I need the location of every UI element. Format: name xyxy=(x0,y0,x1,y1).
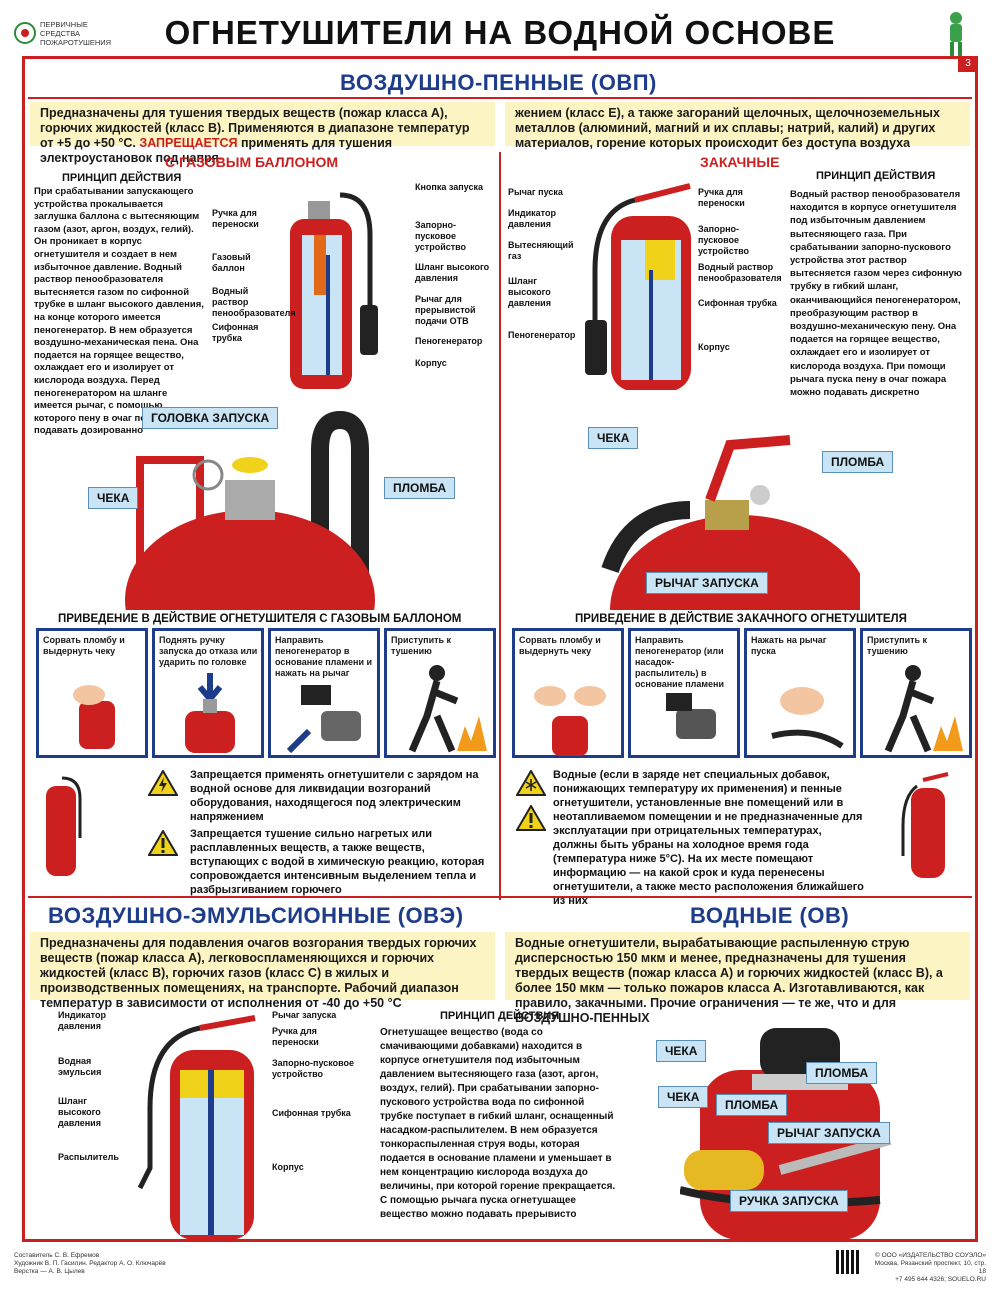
gas-head-closeup xyxy=(125,410,375,610)
ovp-intro-left: Предназначены для тушения твердых вещест… xyxy=(30,102,495,165)
warning-electric-icon xyxy=(148,770,178,796)
label-stored-foam-generator: Пеногенератор xyxy=(508,330,576,340)
ove-intro: Предназначены для подавления очагов возг… xyxy=(30,932,495,1010)
step-gas-3: Направить пеногенератор в основание плам… xyxy=(268,628,380,758)
section-title-ov: ВОДНЫЕ (ОВ) xyxy=(690,903,850,928)
callout-pin: ЧЕКА xyxy=(88,487,139,509)
page-title: ОГНЕТУШИТЕЛИ НА ВОДНОЙ ОСНОВЕ xyxy=(164,14,836,51)
page-number: 3 xyxy=(958,56,978,72)
principle-text-gas: При срабатывании запускающего устройства… xyxy=(34,186,204,437)
warning-text-1: Запрещается применять огнетушители с зар… xyxy=(190,769,479,823)
ov-intro: Водные огнетушители, вырабатывающие расп… xyxy=(505,932,970,1025)
label-ove-lever: Рычаг запуска xyxy=(272,1010,337,1020)
ove-extinguisher-illustration xyxy=(137,1015,256,1240)
gas-extinguisher-illustration xyxy=(290,192,378,389)
ovp-intro-right: жением (класс Е), а также загораний щело… xyxy=(505,102,970,150)
divider xyxy=(28,97,972,99)
label-stored-hose: Шланг высокого давления xyxy=(508,276,551,308)
label-ove-shutoff: Запорно-пусковое устройство xyxy=(272,1058,355,1079)
step-stored-3: Нажать на рычаг пуска xyxy=(744,628,856,758)
logo-text: ПЕРВИЧНЫЕ СРЕДСТВА ПОЖАРОТУШЕНИЯ xyxy=(40,20,112,47)
principle-title-stored: ПРИНЦИП ДЕЙСТВИЯ xyxy=(816,170,936,182)
label-lever: Рычаг для прерывистой подачи ОТВ xyxy=(415,294,476,326)
step-stored-4: Приступить к тушению xyxy=(860,628,972,758)
subtitle-stored: ЗАКАЧНЫЕ xyxy=(700,154,780,170)
warning-exclamation-icon-2 xyxy=(516,805,546,831)
label-start-button: Кнопка запуска xyxy=(415,182,483,192)
steps-title-gas: ПРИВЕДЕНИЕ В ДЕЙСТВИЕ ОГНЕТУШИТЕЛЯ С ГАЗ… xyxy=(58,613,462,625)
warning-exclamation-icon xyxy=(148,830,178,856)
principle-text-stored: Водный раствор пенообразователя находитс… xyxy=(790,189,962,399)
principle-text-ove: Огнетушащее вещество (вода со смачивающи… xyxy=(380,1027,616,1220)
stored-extinguisher-illustration xyxy=(585,183,691,390)
steps-title-stored: ПРИВЕДЕНИЕ В ДЕЙСТВИЕ ЗАКАЧНОГО ОГНЕТУШИ… xyxy=(575,613,907,625)
footer-credits: Составитель С. В. Ефремов Художник В. П.… xyxy=(14,1252,166,1275)
label-ove-carry-handle: Ручка для переноски xyxy=(272,1026,319,1047)
label-hose: Шланг высокого давления xyxy=(415,262,490,283)
callout-ov-seal-2: ПЛОМБА xyxy=(716,1094,788,1116)
label-stored-foam-solution: Водный раствор пенообразователя xyxy=(698,262,782,283)
section-title-ovp: ВОЗДУШНО-ПЕННЫЕ (ОВП) xyxy=(340,70,657,95)
label-ove-siphon: Сифонная трубка xyxy=(272,1108,351,1118)
footer-publisher: © ООО «ИЗДАТЕЛЬСТВО СОУЭЛО» Москва, Ряза… xyxy=(874,1252,986,1283)
label-stored-lever: Рычаг пуска xyxy=(508,187,563,197)
callout-ov-lever: РЫЧАГ ЗАПУСКА xyxy=(768,1122,890,1144)
label-gas-cylinder: Газовый баллон xyxy=(212,252,251,273)
label-foam-generator: Пеногенератор xyxy=(415,336,483,346)
step-gas-4: Приступить к тушению xyxy=(384,628,496,758)
label-ove-gauge: Индикатор давления xyxy=(58,1010,106,1031)
divider-2 xyxy=(28,896,972,898)
vertical-divider xyxy=(499,152,501,900)
step-gas-2: Поднять ручку запуска до отказа или удар… xyxy=(152,628,264,758)
warning-frost-icon xyxy=(516,770,546,796)
label-ove-hose: Шланг высокого давления xyxy=(58,1096,101,1128)
subtitle-gas-cartridge: С ГАЗОВЫМ БАЛЛОНОМ xyxy=(165,154,339,170)
callout-stored-pin: ЧЕКА xyxy=(588,427,639,449)
gas-extinguisher-small xyxy=(46,776,82,876)
label-carry-handle: Ручка для переноски xyxy=(212,208,259,229)
label-ove-sprayer: Распылитель xyxy=(58,1152,119,1162)
callout-ov-handle: РУЧКА ЗАПУСКА xyxy=(730,1190,848,1212)
label-stored-gauge: Индикатор давления xyxy=(508,208,556,229)
label-stored-carry-handle: Ручка для переноски xyxy=(698,187,745,208)
mascot-icon xyxy=(950,12,962,56)
logo-icon xyxy=(14,22,36,44)
label-stored-gas: Вытесняющий газ xyxy=(508,240,574,261)
callout-stored-seal: ПЛОМБА xyxy=(822,451,894,473)
principle-title-ove: ПРИНЦИП ДЕЙСТВИЯ xyxy=(440,1010,560,1022)
principle-title-gas: ПРИНЦИП ДЕЙСТВИЯ xyxy=(62,172,182,184)
label-stored-body: Корпус xyxy=(698,342,730,352)
label-foam-solution: Водный раствор пенообразователя xyxy=(212,286,296,318)
callout-launch-head: ГОЛОВКА ЗАПУСКА xyxy=(142,407,279,429)
label-ove-body: Корпус xyxy=(272,1162,304,1172)
callout-ov-pin-2: ЧЕКА xyxy=(658,1086,709,1108)
label-stored-shutoff: Запорно-пусковое устройство xyxy=(698,224,750,256)
label-stored-siphon: Сифонная трубка xyxy=(698,298,777,308)
step-stored-1: Сорвать пломбу и выдернуть чеку xyxy=(512,628,624,758)
callout-ov-seal-1: ПЛОМБА xyxy=(806,1062,878,1084)
warning-text-2: Запрещается тушение сильно нагретых или … xyxy=(190,828,485,896)
callout-stored-lever: РЫЧАГ ЗАПУСКА xyxy=(646,572,768,594)
callout-ov-pin-1: ЧЕКА xyxy=(656,1040,707,1062)
section-title-ove: ВОЗДУШНО-ЭМУЛЬСИОННЫЕ (ОВЭ) xyxy=(48,903,464,928)
label-shutoff: Запорно-пусковое устройство xyxy=(415,220,467,252)
qr-code-icon xyxy=(836,1250,860,1274)
label-siphon: Сифонная трубка xyxy=(212,322,259,343)
content-frame xyxy=(22,56,978,1242)
callout-seal: ПЛОМБА xyxy=(384,477,456,499)
step-gas-1: Сорвать пломбу и выдернуть чеку xyxy=(36,628,148,758)
step-stored-2: Направить пеногенератор (или насадок-рас… xyxy=(628,628,740,758)
label-ove-emulsion: Водная эмульсия xyxy=(58,1056,102,1077)
warning-text-stored: Водные (если в заряде нет специальных до… xyxy=(553,769,864,907)
stored-extinguisher-small xyxy=(901,772,949,878)
label-body: Корпус xyxy=(415,358,447,368)
